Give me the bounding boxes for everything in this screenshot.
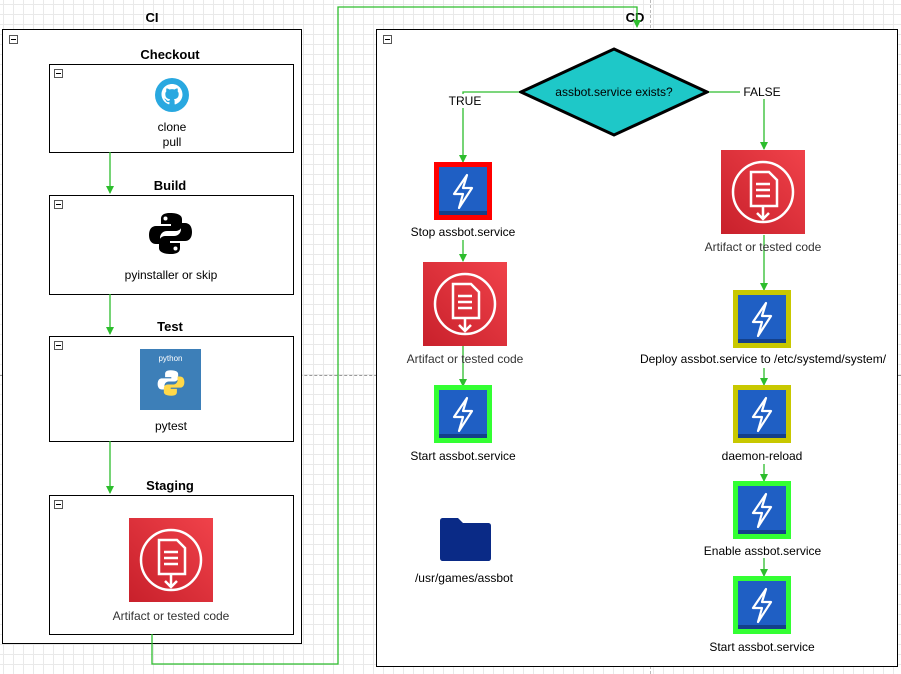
python-logo-icon [157,370,185,396]
decision-diamond[interactable] [519,47,709,137]
checkout-label-pull: pull [162,135,182,149]
false-start-service-label: Start assbot.service [709,640,815,654]
build-label: pyinstaller or skip [124,268,218,282]
github-icon [155,78,189,112]
python-icon [149,213,192,254]
enable-service-node[interactable] [733,481,791,539]
false-artifact-label: Artifact or tested code [704,240,822,254]
false-start-service-node[interactable] [733,576,791,634]
edge-ci-to-cd [151,6,641,665]
test-collapse-toggle[interactable] [54,341,63,350]
daemon-reload-label: daemon-reload [721,449,803,463]
true-artifact-label: Artifact or tested code [406,352,524,366]
python-badge-text: python [158,354,183,363]
build-collapse-toggle[interactable] [54,200,63,209]
staging-collapse-toggle[interactable] [54,500,63,509]
lambda-bolt-icon [738,486,786,534]
ci-title: CI [145,10,159,25]
checkout-label-clone: clone [157,120,187,134]
artifact-icon [423,262,507,346]
decision-label: assbot.service exists? [555,85,673,99]
true-start-service-node[interactable] [434,385,492,443]
lambda-bolt-icon [439,390,487,438]
lambda-bolt-icon [738,295,786,343]
test-title: Test [157,319,183,334]
lambda-bolt-icon [439,167,487,215]
cd-collapse-toggle[interactable] [383,35,392,44]
daemon-reload-node[interactable] [733,385,791,443]
artifact-icon [721,150,805,234]
artifact-icon [129,518,213,602]
folder-label: /usr/games/assbot [414,571,514,585]
false-branch-label: FALSE [740,85,784,99]
edge-decision-false [706,91,768,150]
folder-icon [440,518,491,561]
test-label: pytest [154,419,187,433]
ci-collapse-toggle[interactable] [9,35,18,44]
edge-decision-true [459,91,521,163]
deploy-service-label: Deploy assbot.service to /etc/systemd/sy… [630,352,896,366]
enable-service-label: Enable assbot.service [703,544,822,558]
stop-service-node[interactable] [434,162,492,220]
checkout-collapse-toggle[interactable] [54,69,63,78]
true-branch-label: TRUE [446,94,484,108]
lambda-bolt-icon [738,581,786,629]
stop-service-label: Stop assbot.service [410,225,516,239]
lambda-bolt-icon [738,390,786,438]
staging-label: Artifact or tested code [112,609,230,623]
python-package-icon: python [140,349,201,410]
true-start-service-label: Start assbot.service [410,449,516,463]
staging-title: Staging [146,478,194,493]
deploy-service-node[interactable] [733,290,791,348]
build-title: Build [153,178,187,193]
checkout-title: Checkout [140,47,200,62]
